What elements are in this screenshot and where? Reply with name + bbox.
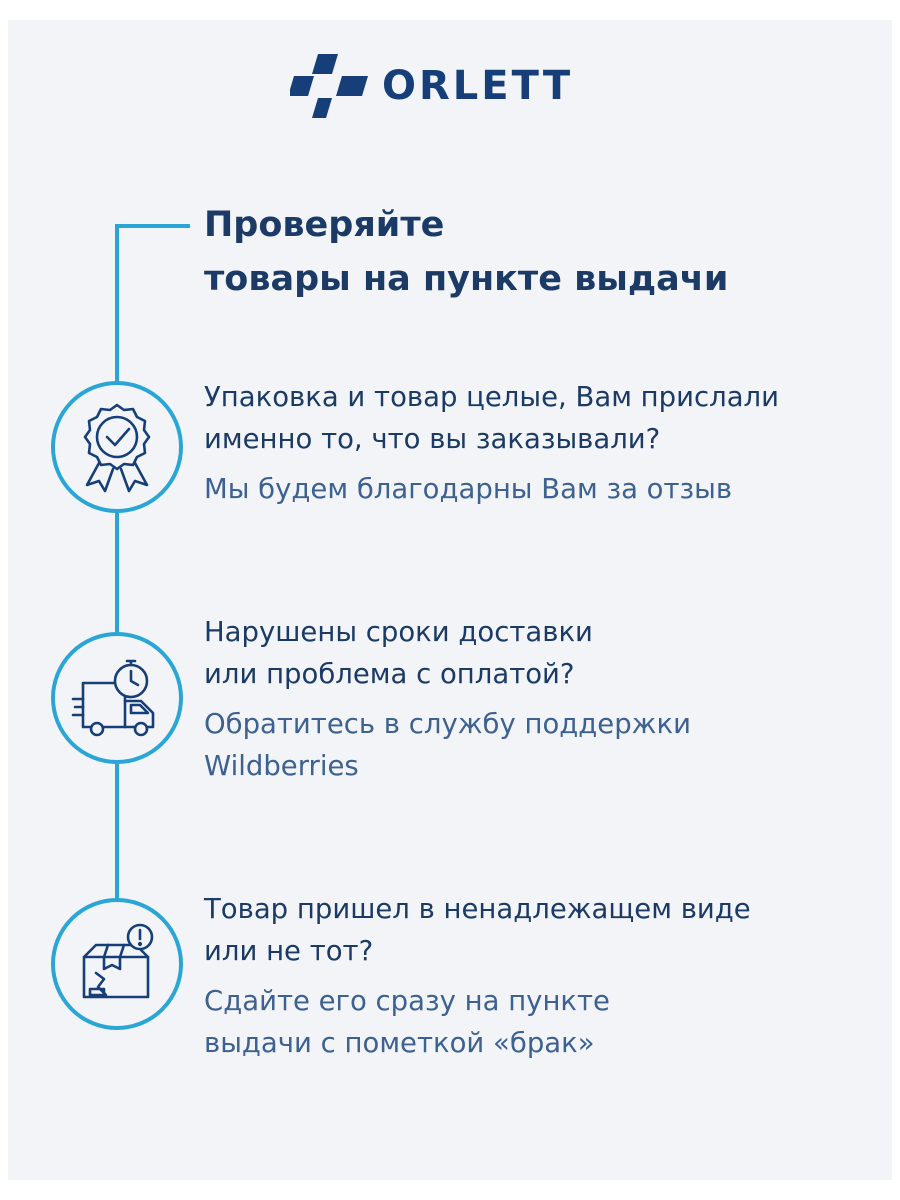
award-icon-circle xyxy=(51,381,183,513)
page-title: Проверяйте товары на пункте выдачи xyxy=(204,198,728,306)
truck-icon-circle xyxy=(51,632,183,764)
delivery-truck-clock-icon xyxy=(71,659,155,737)
list-item-defective: Товар пришел в ненадлежащем виде или не … xyxy=(204,888,751,1064)
box-icon-circle xyxy=(51,898,183,1030)
item-answer: Обратитесь в службу поддержки Wildberrie… xyxy=(204,708,691,782)
item-answer: Сдайте его сразу на пункте выдачи с поме… xyxy=(204,985,610,1059)
page-title-line-1: Проверяйте xyxy=(204,205,445,245)
award-check-icon xyxy=(83,403,151,493)
item-question: Товар пришел в ненадлежащем виде или не … xyxy=(204,893,751,967)
list-item-delivery: Нарушены сроки доставки или проблема с о… xyxy=(204,611,691,787)
damaged-box-warning-icon xyxy=(82,923,154,999)
orlett-logo-icon xyxy=(290,54,368,118)
list-item-quality: Упаковка и товар целые, Вам прислали име… xyxy=(204,376,779,510)
item-question: Упаковка и товар целые, Вам прислали име… xyxy=(204,381,779,455)
item-question: Нарушены сроки доставки или проблема с о… xyxy=(204,616,593,690)
item-answer: Мы будем благодарны Вам за отзыв xyxy=(204,473,733,505)
page-title-line-2: товары на пункте выдачи xyxy=(204,259,729,299)
brand-logo: ORLETT xyxy=(290,52,573,120)
brand-name: ORLETT xyxy=(382,63,574,109)
